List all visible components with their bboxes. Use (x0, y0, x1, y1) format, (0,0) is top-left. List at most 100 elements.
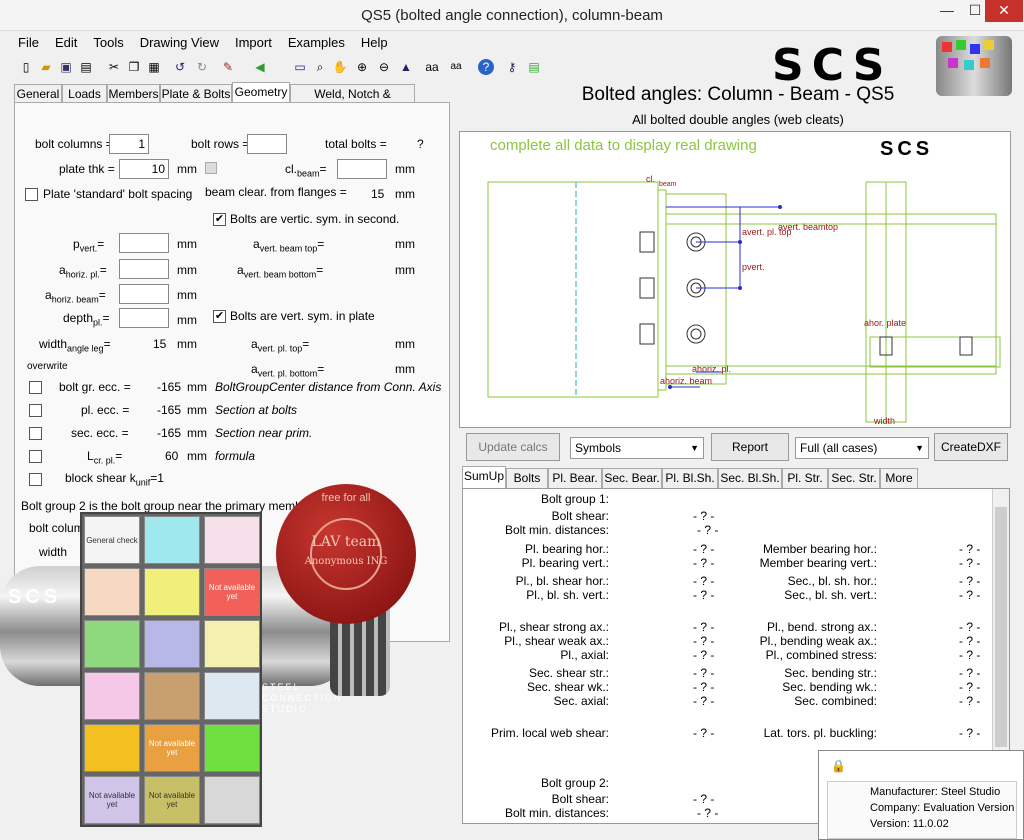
maximize-button[interactable]: ☐ (968, 2, 982, 18)
tile-5[interactable] (84, 620, 140, 668)
tab-members[interactable]: Members (107, 84, 160, 104)
paste-icon[interactable]: ▦ (148, 60, 160, 74)
tile-13[interactable] (204, 776, 260, 824)
undo-icon[interactable]: ↺ (174, 60, 186, 74)
tools-icon[interactable]: ✎ (222, 60, 234, 74)
report-button[interactable]: Report (711, 433, 789, 461)
menu-tools[interactable]: Tools (93, 35, 124, 50)
tile-12[interactable] (204, 724, 260, 772)
bolt-columns-input[interactable]: 1 (109, 134, 149, 154)
a-hpl-input[interactable] (119, 259, 169, 279)
tab-geometry[interactable]: Geometry (232, 82, 290, 104)
minimize-button[interactable]: — (940, 2, 954, 18)
svg-text:beam: beam (659, 181, 677, 188)
create-dxf-button[interactable]: CreateDXF (934, 433, 1008, 461)
zoom-extents-icon[interactable]: ▭ (294, 60, 306, 74)
cl-beam-input[interactable] (337, 159, 387, 179)
tab-pl-bear[interactable]: Pl. Bear. (548, 468, 602, 488)
tile-na-2[interactable]: Not available yet (144, 724, 200, 772)
tile-na-1[interactable]: Not available yet (204, 568, 260, 616)
close-button[interactable]: ✕ (985, 0, 1023, 22)
tile-6[interactable] (144, 620, 200, 668)
cut-icon[interactable]: ✂ (108, 60, 120, 74)
tab-bolts[interactable]: Bolts (506, 468, 548, 488)
open-icon[interactable]: ▰ (41, 60, 51, 74)
menu-edit[interactable]: Edit (54, 35, 78, 50)
menu-help[interactable]: Help (360, 35, 388, 50)
seal-text: LAV team (311, 534, 381, 550)
sece-checkbox[interactable] (29, 427, 42, 440)
scroll-thumb[interactable] (995, 507, 1007, 747)
sym-second-checkbox[interactable]: ✔ (213, 213, 226, 226)
save-icon[interactable]: ▣ (60, 60, 72, 74)
zoom-out-icon[interactable]: ⊖ (378, 60, 390, 74)
back-icon[interactable]: ◀ (255, 60, 265, 74)
plate-thk-input[interactable]: 10 (119, 159, 169, 179)
bge-checkbox[interactable] (29, 381, 42, 394)
tile-10[interactable] (204, 672, 260, 720)
tab-sec-bear[interactable]: Sec. Bear. (602, 468, 662, 488)
plate-std-checkbox[interactable] (25, 188, 38, 201)
key-icon[interactable]: ⚷ (507, 60, 517, 74)
redo-icon[interactable]: ↻ (196, 60, 208, 74)
menu-import[interactable]: Import (234, 35, 272, 50)
tab-plate-bolts[interactable]: Plate & Bolts (160, 84, 232, 104)
update-calcs-button[interactable]: Update calcs (466, 433, 560, 461)
result-value: - ? - (697, 523, 719, 537)
tab-pl-str[interactable]: Pl. Str. (782, 468, 828, 488)
lcr-checkbox[interactable] (29, 450, 42, 463)
print-icon[interactable]: ▤ (80, 60, 92, 74)
tile-9[interactable] (144, 672, 200, 720)
p-vert-input[interactable] (119, 233, 169, 253)
tab-sec-blsh[interactable]: Sec. Bl.Sh. (718, 468, 782, 488)
tile-1[interactable] (144, 516, 200, 564)
new-icon[interactable]: ▯ (22, 60, 30, 74)
up-icon[interactable]: ▲ (400, 60, 412, 74)
bolt-rows-input[interactable] (247, 134, 287, 154)
bsk-checkbox[interactable] (29, 473, 42, 486)
seal-text-2: Anonymous ING (304, 556, 388, 567)
font-smaller-icon[interactable]: aa (450, 61, 462, 72)
sym-plate-checkbox[interactable]: ✔ (213, 310, 226, 323)
menu-file[interactable]: File (18, 35, 39, 50)
tile-7[interactable] (204, 620, 260, 668)
copy-icon[interactable]: ❐ (128, 60, 140, 74)
tile-na-4[interactable]: Not available yet (144, 776, 200, 824)
results-scrollbar[interactable] (992, 489, 1009, 823)
drawing-canvas[interactable]: complete all data to display real drawin… (459, 131, 1011, 428)
tile-na-3[interactable]: Not available yet (84, 776, 140, 824)
tile-11[interactable] (84, 724, 140, 772)
a-vbt-label: avert. beam top= (253, 237, 325, 254)
tab-general[interactable]: General (14, 84, 62, 104)
license-icon[interactable]: ▤ (528, 60, 540, 74)
tab-loads[interactable]: Loads (62, 84, 107, 104)
report-scope-select[interactable]: Full (all cases)▼ (795, 437, 929, 459)
tile-3[interactable] (84, 568, 140, 616)
toolbar: ▯ ▰ ▣ ▤ ✂ ❐ ▦ ↺ ↻ ✎ ◀ ▭ ⌕ ✋ ⊕ ⊖ ▲ aa aa … (14, 56, 554, 80)
zoom-icon[interactable]: ⌕ (316, 60, 324, 74)
a-hbeam-input[interactable] (119, 284, 169, 304)
tile-2[interactable] (204, 516, 260, 564)
help-icon[interactable]: ? (478, 59, 494, 75)
ple-checkbox[interactable] (29, 404, 42, 417)
zoom-in-icon[interactable]: ⊕ (356, 60, 368, 74)
plate-thk-dropdown[interactable] (205, 162, 217, 174)
depth-input[interactable] (119, 308, 169, 328)
width2-label: width (39, 545, 68, 559)
tile-4[interactable] (144, 568, 200, 616)
tile-8[interactable] (84, 672, 140, 720)
general-check-tile[interactable]: General check (84, 516, 140, 564)
tab-more[interactable]: More (880, 468, 918, 488)
tab-sumup[interactable]: SumUp (462, 466, 506, 488)
tab-sec-str[interactable]: Sec. Str. (828, 468, 880, 488)
pan-icon[interactable]: ✋ (332, 60, 348, 74)
result-value: - ? - (959, 574, 981, 588)
tab-pl-blsh[interactable]: Pl. Bl.Sh. (662, 468, 718, 488)
menu-drawing-view[interactable]: Drawing View (139, 35, 219, 50)
tab-weld-notch[interactable]: Weld, Notch & Stiffeners (290, 84, 415, 119)
symbols-select[interactable]: Symbols▼ (570, 437, 704, 459)
menu-examples[interactable]: Examples (287, 35, 345, 50)
font-larger-icon[interactable]: aa (425, 60, 439, 74)
splash-scs-logo: SCS (8, 586, 62, 608)
a-hpl-unit: mm (177, 263, 197, 277)
